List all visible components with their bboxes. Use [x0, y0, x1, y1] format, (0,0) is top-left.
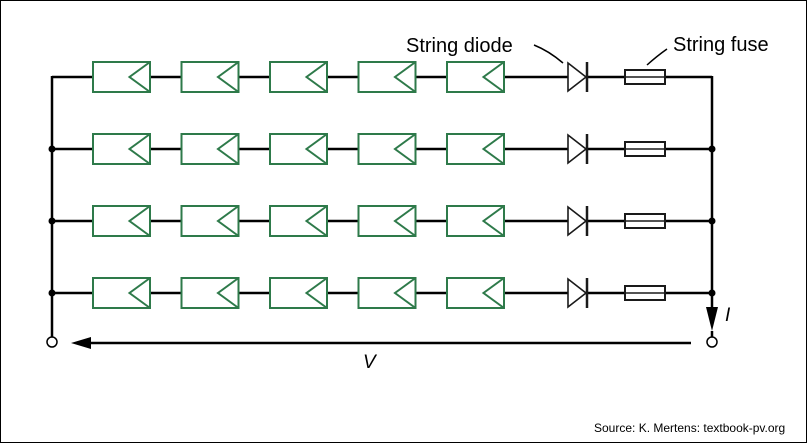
- pv-module: [92, 205, 151, 237]
- pv-module: [269, 205, 328, 237]
- pv-module: [357, 277, 417, 309]
- pv-modules: [92, 61, 505, 309]
- pv-module: [446, 205, 505, 237]
- string-diode-symbol: [567, 61, 589, 93]
- pv-module: [92, 61, 151, 93]
- string-fuse-symbol: [624, 141, 666, 157]
- string-fuse-symbol: [624, 213, 666, 229]
- positive-terminal: [706, 336, 718, 348]
- right-junction-node: [708, 145, 716, 153]
- junction-nodes: [48, 145, 716, 297]
- pv-module: [180, 205, 240, 237]
- voltage-label: V: [363, 352, 378, 373]
- left-junction-node: [48, 145, 56, 153]
- pv-module: [446, 61, 505, 93]
- string-fuse-label: String fuse: [673, 34, 769, 56]
- string-diode-leader-line: [533, 44, 564, 64]
- left-junction-node: [48, 289, 56, 297]
- string-diode-symbol: [567, 205, 589, 237]
- current-arrow-head: [706, 307, 718, 331]
- string-diodes: [567, 61, 589, 309]
- string-diode-symbol: [567, 133, 589, 165]
- pv-module: [180, 61, 240, 93]
- string-diode-symbol: [567, 277, 589, 309]
- pv-module: [269, 133, 328, 165]
- left-junction-node: [48, 217, 56, 225]
- pv-module: [269, 277, 328, 309]
- negative-terminal: [46, 336, 58, 348]
- pv-module: [92, 133, 151, 165]
- string-fuse-leader-line: [646, 48, 668, 66]
- pv-module: [357, 205, 417, 237]
- pv-module: [180, 133, 240, 165]
- string-diode-label: String diode: [406, 35, 513, 57]
- voltage-arrow-head: [71, 337, 91, 349]
- string-fuses: [624, 69, 666, 301]
- pv-module: [357, 61, 417, 93]
- current-label: I: [725, 305, 731, 326]
- right-junction-node: [708, 217, 716, 225]
- source-credit: Source: K. Mertens: textbook-pv.org: [594, 421, 785, 435]
- pv-module: [446, 277, 505, 309]
- pv-module: [180, 277, 240, 309]
- pv-module: [357, 133, 417, 165]
- pv-module: [446, 133, 505, 165]
- pv-module: [92, 277, 151, 309]
- string-fuse-symbol: [624, 285, 666, 301]
- pv-module: [269, 61, 328, 93]
- string-fuse-symbol: [624, 69, 666, 85]
